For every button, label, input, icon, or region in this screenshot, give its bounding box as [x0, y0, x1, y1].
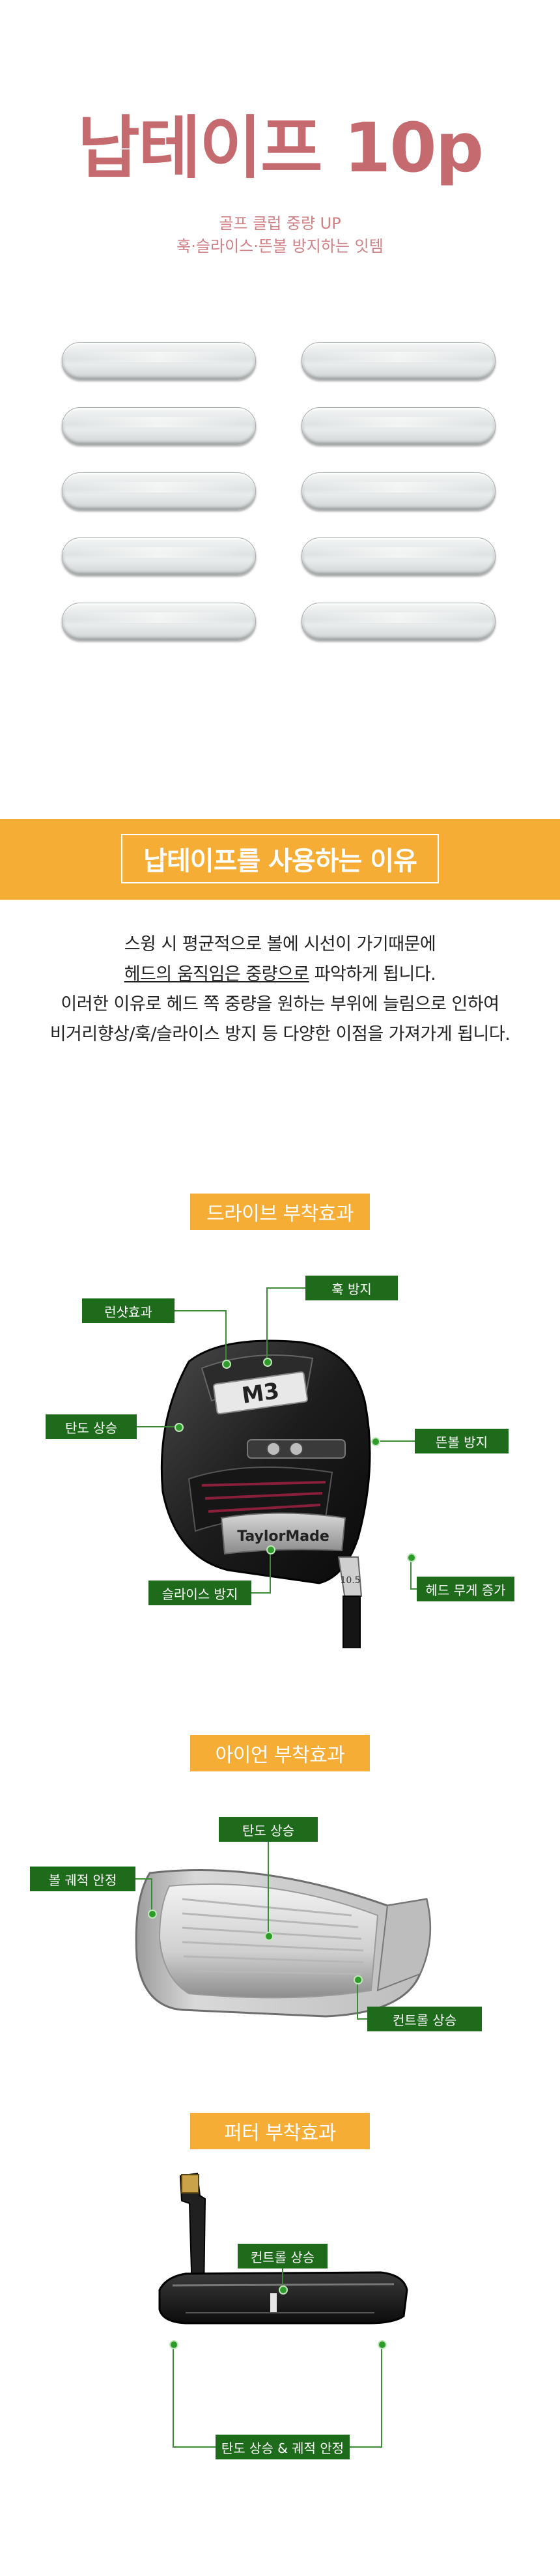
iron-tag-trajectory: 탄도 상승	[219, 1817, 318, 1842]
connector-line	[266, 1287, 268, 1360]
description-line-4: 비거리향상/훅/슬라이스 방지 등 다양한 이점을 가져가게 됩니다.	[49, 1024, 511, 1044]
connector-line	[175, 1310, 227, 1311]
lead-tape-strip	[301, 407, 496, 445]
page-title: 납테이프 10p	[77, 108, 484, 188]
marker-dot	[266, 1545, 275, 1554]
connector-line	[251, 1592, 271, 1594]
connector-line	[357, 1981, 358, 2018]
iron-section-label: 아이언 부착효과	[190, 1735, 370, 1771]
driver-tag-float-ball: 뜬볼 방지	[415, 1429, 509, 1453]
driver-tag-hook: 훅 방지	[305, 1276, 398, 1300]
reason-banner-frame: 납테이프를 사용하는 이유	[121, 834, 439, 883]
marker-dot	[378, 2340, 387, 2349]
marker-dot	[371, 1437, 380, 1446]
marker-dot	[407, 1553, 416, 1562]
connector-line	[282, 2268, 283, 2287]
putter-section-label: 퍼터 부착효과	[190, 2113, 370, 2149]
description-line-1: 스윙 시 평균적으로 볼에 시선이 가기때문에	[124, 934, 436, 954]
iron-tag-control: 컨트롤 상승	[367, 2007, 482, 2031]
description-emphasis: 헤드의 움직임은 중량으로	[124, 964, 309, 984]
marker-dot	[175, 1423, 184, 1432]
marker-dot	[263, 1358, 272, 1367]
putter-tag-control: 컨트롤 상승	[238, 2244, 328, 2268]
marker-dot	[354, 1975, 363, 1984]
driver-tag-slice: 슬라이스 방지	[148, 1581, 251, 1605]
connector-line	[376, 1440, 415, 1442]
marker-dot	[148, 1910, 157, 1919]
reason-banner: 납테이프를 사용하는 이유	[0, 819, 560, 900]
connector-line	[173, 2446, 216, 2448]
subtitle-line-2: 훅·슬라이스·뜬볼 방지하는 잇템	[176, 237, 384, 255]
description-line-3: 이러한 이유로 헤드 쪽 중량을 원하는 부위에 늘림으로 인하여	[61, 994, 499, 1014]
marker-dot	[264, 1932, 273, 1941]
marker-dot	[169, 2340, 178, 2349]
putter-tag-trajectory-path: 탄도 상승 & 궤적 안정	[216, 2435, 350, 2459]
iron-head-illustration	[135, 1869, 432, 2018]
lead-tape-strip	[62, 407, 256, 445]
lead-tape-strip	[62, 537, 256, 575]
connector-line	[225, 1310, 227, 1362]
driver-tag-runshot: 런샷효과	[82, 1298, 175, 1323]
connector-line	[266, 1287, 305, 1289]
lead-tape-strip	[301, 472, 496, 510]
marker-dot	[222, 1360, 231, 1369]
lead-tape-strip	[62, 472, 256, 510]
connector-line	[410, 1558, 412, 1588]
driver-crown-text: M3	[240, 1378, 281, 1409]
driver-tag-head-weight: 헤드 무게 증가	[417, 1577, 514, 1601]
connector-line	[381, 2345, 382, 2446]
iron-tag-ball-path: 볼 궤적 안정	[30, 1867, 135, 1891]
driver-head-illustration: M3 TaylorMade 10.5	[160, 1339, 371, 1648]
description-line-2: 헤드의 움직임은 중량으로 파악하게 됩니다.	[0, 960, 560, 990]
lead-tape-strip	[301, 342, 496, 380]
putter-head-illustration	[158, 2172, 408, 2325]
lead-tape-strip	[301, 603, 496, 640]
driver-tag-trajectory: 탄도 상승	[46, 1414, 137, 1439]
driver-loft-text: 10.5	[340, 1575, 360, 1586]
connector-line	[357, 2018, 367, 2020]
connector-line	[137, 1426, 176, 1427]
connector-line	[350, 2446, 382, 2448]
connector-line	[151, 1878, 152, 1911]
driver-brand-text: TaylorMade	[237, 1528, 329, 1545]
connector-line	[135, 1878, 152, 1880]
reason-banner-title: 납테이프를 사용하는 이유	[143, 846, 417, 876]
lead-tape-strip	[301, 537, 496, 575]
subtitle-line-1: 골프 클럽 중량 UP	[219, 214, 341, 233]
connector-line	[268, 1842, 269, 1933]
connector-line	[410, 1588, 417, 1590]
lead-tape-strip	[62, 342, 256, 380]
description-line-2-rest: 파악하게 됩니다.	[309, 964, 436, 984]
connector-line	[270, 1551, 271, 1594]
connector-line	[173, 2345, 174, 2446]
description: 스윙 시 평균적으로 볼에 시선이 가기때문에 헤드의 움직임은 중량으로 파악…	[0, 930, 560, 1050]
lead-tape-strip	[62, 603, 256, 640]
driver-section-label: 드라이브 부착효과	[190, 1194, 370, 1230]
marker-dot	[279, 2285, 288, 2295]
